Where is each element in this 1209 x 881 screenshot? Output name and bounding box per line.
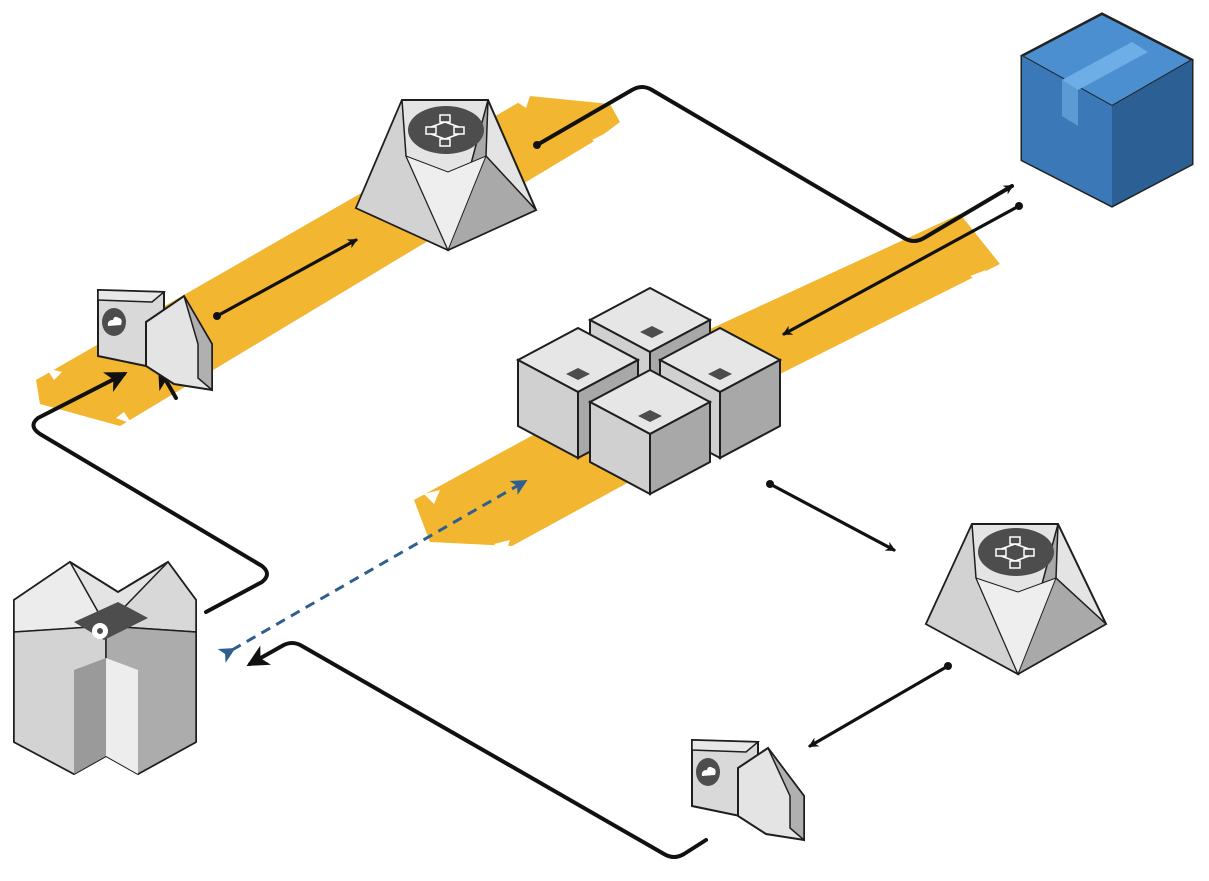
storage-bucket-node[interactable]: [13, 560, 197, 776]
cloud-icon: [696, 758, 720, 786]
edge-cluster-to-router-br: [766, 480, 896, 552]
workflow-icon: [408, 106, 484, 154]
chip-icon: [566, 368, 590, 380]
edge-gateway-bottom-to-storage: [246, 641, 708, 859]
gateway-bottom-node[interactable]: [691, 738, 805, 842]
cloud-icon: [102, 308, 126, 336]
edge-gateway-to-router-top: [213, 238, 358, 320]
chip-icon: [708, 368, 732, 380]
chip-icon: [638, 410, 662, 422]
instance-cluster[interactable]: [515, 286, 783, 496]
chip-icon: [640, 326, 664, 338]
box-icon: [1062, 42, 1148, 126]
edge-package-to-cluster: [782, 202, 1023, 336]
edge-router-br-to-gateway-bottom: [808, 662, 952, 748]
router-top-node[interactable]: [354, 99, 538, 252]
edge-storage-to-cluster-dashed: [217, 480, 528, 663]
connectors: [31, 85, 1023, 859]
workflow-icon: [978, 528, 1054, 576]
router-bottom-right-node[interactable]: [924, 523, 1108, 676]
gateway-left-node[interactable]: [97, 288, 213, 392]
gear-icon: [74, 602, 148, 640]
instance-cube: [587, 368, 713, 496]
package-node[interactable]: [1019, 12, 1195, 208]
